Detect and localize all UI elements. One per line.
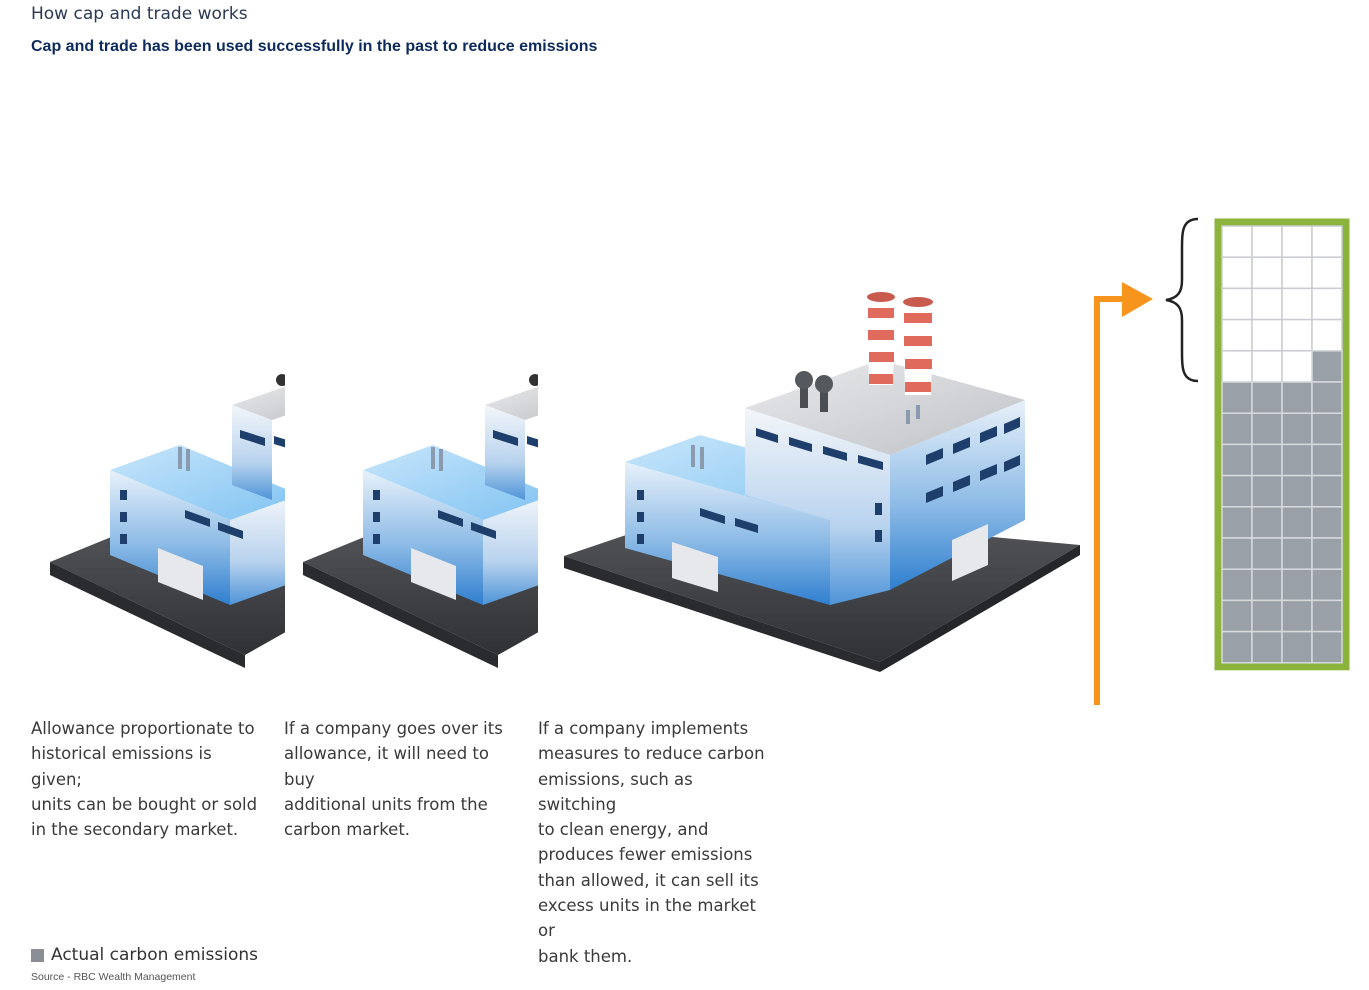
curly-brace-icon xyxy=(1165,217,1199,383)
allowance-unit-cell xyxy=(1281,318,1313,352)
emission-unit-cell xyxy=(1251,568,1283,602)
emission-unit-cell xyxy=(1311,443,1343,477)
chimney-icon xyxy=(867,292,895,385)
caption-allowance: Allowance proportionate to historical em… xyxy=(31,719,258,840)
emission-unit-cell xyxy=(1221,599,1253,633)
allowance-unit-cell xyxy=(1221,256,1253,290)
emission-unit-cell xyxy=(1251,381,1283,414)
emission-unit-cell xyxy=(1281,630,1313,664)
emission-unit-cell xyxy=(1221,474,1253,508)
emission-unit-cell xyxy=(1281,412,1313,446)
allowance-grid xyxy=(1214,218,1350,671)
caption-reduce-emissions: If a company implements measures to redu… xyxy=(538,719,765,966)
emission-unit-cell xyxy=(1311,506,1343,539)
caption-over-allowance: If a company goes over its allowance, it… xyxy=(284,719,503,840)
emission-unit-cell xyxy=(1311,474,1343,508)
emission-unit-cell xyxy=(1311,630,1343,664)
source-note: Source - RBC Wealth Management xyxy=(31,971,196,983)
emission-unit-cell xyxy=(1251,537,1283,570)
allowance-unit-cell xyxy=(1311,225,1343,258)
allowance-unit-cell xyxy=(1221,287,1253,321)
emission-unit-cell xyxy=(1281,474,1313,508)
allowance-unit-cell xyxy=(1281,256,1313,290)
factory-icon xyxy=(564,292,1080,672)
emission-unit-cell xyxy=(1311,350,1343,383)
emission-unit-cell xyxy=(1281,381,1313,414)
emission-unit-cell xyxy=(1221,537,1253,570)
emission-unit-cell xyxy=(1251,412,1283,446)
allowance-unit-cell xyxy=(1311,318,1343,352)
emission-unit-cell xyxy=(1221,381,1253,414)
allowance-unit-cell xyxy=(1251,318,1283,352)
emission-unit-cell xyxy=(1251,474,1283,508)
legend-label: Actual carbon emissions xyxy=(51,945,258,965)
emission-unit-cell xyxy=(1221,568,1253,602)
allowance-unit-cell xyxy=(1251,225,1283,258)
allowance-unit-cell xyxy=(1251,256,1283,290)
emission-unit-cell xyxy=(1221,443,1253,477)
allowance-unit-cell xyxy=(1221,350,1253,383)
orange-up-arrow-icon xyxy=(1094,282,1153,705)
emission-unit-cell xyxy=(1221,506,1253,539)
emission-unit-cell xyxy=(1251,630,1283,664)
emission-unit-cell xyxy=(1281,537,1313,570)
allowance-unit-cell xyxy=(1251,287,1283,321)
emission-unit-cell xyxy=(1251,443,1283,477)
allowance-unit-cell xyxy=(1281,225,1313,258)
emission-unit-cell xyxy=(1281,568,1313,602)
headline: Cap and trade has been used successfully… xyxy=(31,38,598,55)
allowance-unit-cell xyxy=(1221,225,1253,258)
allowance-unit-cell xyxy=(1251,350,1283,383)
emission-unit-cell xyxy=(1281,506,1313,539)
factory-icon xyxy=(303,374,538,668)
allowance-unit-cell xyxy=(1311,256,1343,290)
legend-swatch xyxy=(31,948,44,962)
emission-unit-cell xyxy=(1251,599,1283,633)
emission-unit-cell xyxy=(1311,381,1343,414)
legend: Actual carbon emissions xyxy=(31,945,258,965)
emission-unit-cell xyxy=(1311,568,1343,602)
emission-unit-cell xyxy=(1251,506,1283,539)
emission-unit-cell xyxy=(1281,443,1313,477)
allowance-unit-cell xyxy=(1311,287,1343,321)
emission-unit-cell xyxy=(1311,599,1343,633)
emission-unit-cell xyxy=(1311,537,1343,570)
emission-unit-cell xyxy=(1221,412,1253,446)
emission-unit-cell xyxy=(1221,630,1253,664)
chimney-icon xyxy=(903,297,933,395)
allowance-unit-cell xyxy=(1221,318,1253,352)
allowance-unit-cell xyxy=(1281,287,1313,321)
emission-unit-cell xyxy=(1311,412,1343,446)
emission-unit-cell xyxy=(1281,599,1313,633)
allowance-unit-cell xyxy=(1281,350,1313,383)
kicker-title: How cap and trade works xyxy=(31,4,248,24)
factory-icon xyxy=(50,374,285,668)
